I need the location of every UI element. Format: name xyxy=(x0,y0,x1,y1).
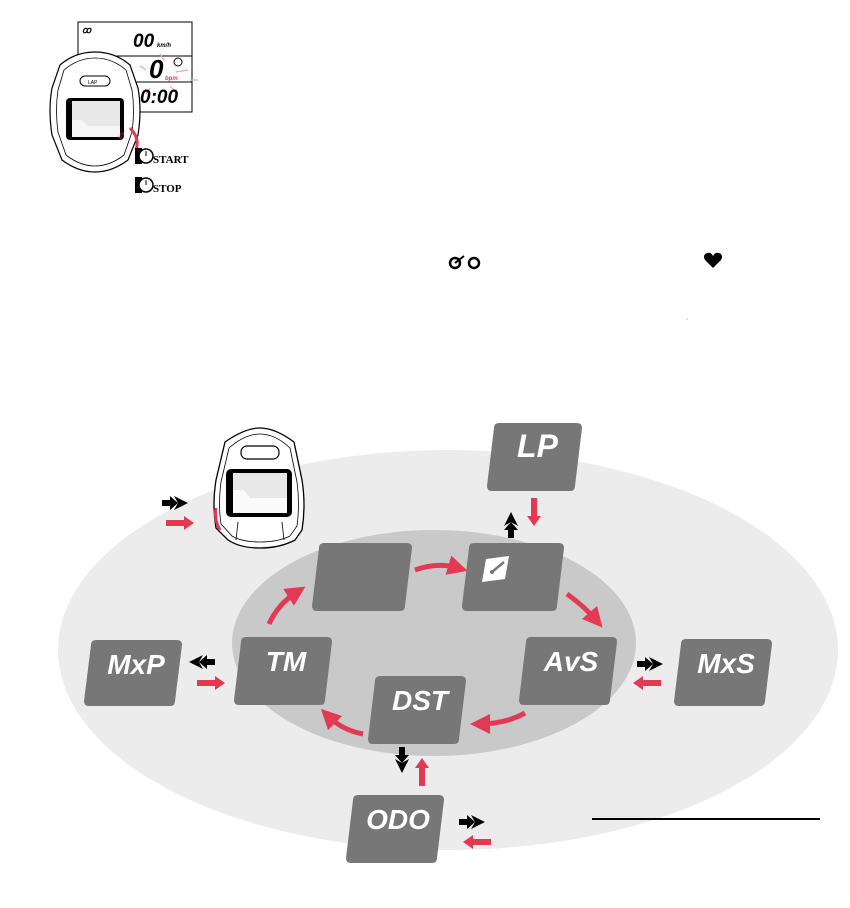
lcd-heart-rate: 0 xyxy=(149,54,164,84)
lcd-heart-icon xyxy=(173,57,183,67)
mode-label: DST xyxy=(392,685,451,716)
lcd-speed-unit: km/h xyxy=(157,43,171,49)
mode-tile-blank xyxy=(312,543,412,611)
heart-icon xyxy=(703,252,723,268)
stopwatch-mode-icon xyxy=(482,556,509,582)
lcd-speed: 00 xyxy=(133,31,155,52)
mode-label: TM xyxy=(266,646,307,677)
tile-background xyxy=(462,543,564,611)
watch-illustration-diagram xyxy=(213,427,305,549)
mode-tile-dst: DST xyxy=(368,676,466,744)
mode-tile-tm: TM xyxy=(234,637,332,705)
tile-background xyxy=(84,640,182,706)
bicycle-icon xyxy=(448,255,481,270)
arrow-tm-to-blank xyxy=(266,586,306,626)
mode-tile-stopwatch xyxy=(462,543,564,611)
blink-rays xyxy=(139,53,198,95)
arrow-dst-to-odo xyxy=(395,747,409,773)
arrow-odo-in xyxy=(463,835,491,849)
arrow-stopwatch-to-avs xyxy=(565,591,603,628)
mode-label: MxS xyxy=(697,648,755,679)
lcd-bike-icon: ꝏ xyxy=(82,25,92,35)
mode-label: AvS xyxy=(543,646,599,677)
arrow-enter-red xyxy=(166,516,194,530)
mode-label: MxP xyxy=(107,649,165,680)
tile-background xyxy=(234,637,332,705)
mode-tile-odo: ODO xyxy=(346,795,444,863)
stop-label: STOP xyxy=(153,183,182,195)
lcd-heart-unit: bpm xyxy=(165,76,178,82)
mode-tile-mxp: MxP xyxy=(84,640,182,706)
mode-label: LP xyxy=(517,428,559,464)
tile-background xyxy=(674,639,772,706)
svg-text:LAP: LAP xyxy=(88,80,98,86)
arrow-enter-black xyxy=(162,496,188,510)
arrow-lp-to-stopwatch xyxy=(527,498,541,526)
arrow-dst-to-tm xyxy=(320,708,364,737)
arrow-stopwatch-to-lp xyxy=(504,512,518,538)
stray-dot xyxy=(686,318,688,320)
mode-tile-avs: AvS xyxy=(519,637,617,705)
mode-tile-lp: LP xyxy=(487,423,582,491)
arrow-odo-to-dst xyxy=(415,758,429,786)
watch-illustration-top: LAP S/S xyxy=(49,51,141,173)
button-arrows xyxy=(162,496,663,849)
tile-background xyxy=(346,795,444,863)
start-label: START xyxy=(153,154,189,166)
arrow-mxs-to-avs xyxy=(633,676,661,690)
mode-label: ODO xyxy=(366,804,430,835)
tile-background xyxy=(312,543,412,611)
tile-background xyxy=(487,423,582,491)
stop-instruction: STOP xyxy=(135,177,182,195)
arrow-avs-to-dst xyxy=(470,710,527,734)
tile-background xyxy=(368,676,466,744)
tile-background xyxy=(519,637,617,705)
cycle-arrows xyxy=(266,555,603,737)
lap-button xyxy=(79,75,111,87)
mode-tile-mxs: MxS xyxy=(674,639,772,706)
arrow-blank-to-stopwatch xyxy=(414,555,468,575)
start-instruction: START xyxy=(135,148,189,166)
arrow-mxp-to-tm xyxy=(197,676,225,690)
lcd-time: 0:00 xyxy=(140,87,178,108)
arrow-odo-out xyxy=(459,815,485,829)
arrow-tm-to-mxp xyxy=(189,655,215,669)
svg-text:S/S: S/S xyxy=(117,131,127,142)
arrow-avs-to-mxs xyxy=(637,657,663,671)
